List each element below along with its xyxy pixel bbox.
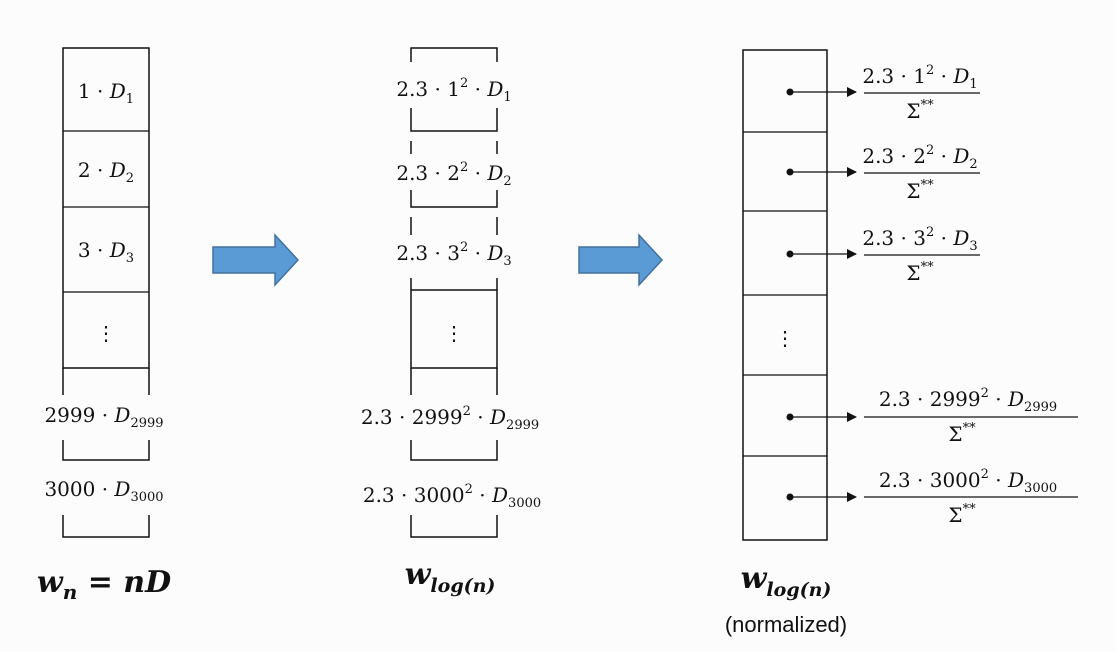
denominator: Σ** xyxy=(948,421,976,446)
bracket-top xyxy=(62,368,150,395)
transition-arrow-2 xyxy=(578,233,664,287)
column-normalized: ⋮ 2.3 · 12 · D1 Σ** 2.3 · 22 · D2 Σ** 2.… xyxy=(725,49,1078,637)
bracket-bottom xyxy=(62,515,150,538)
cell-log-2999: 2.3 · 29992 · D2999 xyxy=(361,404,539,433)
cell-normalized-ellipsis: ⋮ xyxy=(775,326,795,350)
label-log: wlog(n) xyxy=(405,557,496,597)
numerator: 2.3 · 30002 · D3000 xyxy=(879,467,1057,496)
bracket xyxy=(410,440,498,461)
bracket xyxy=(410,108,498,132)
bracket xyxy=(410,47,498,62)
numerator: 2.3 · 12 · D1 xyxy=(862,63,977,92)
cell-linear-ellipsis: ⋮ xyxy=(96,321,116,345)
fraction-3000: 2.3 · 30002 · D3000 Σ** xyxy=(864,467,1078,527)
bracket-middle xyxy=(62,440,150,461)
cell-box xyxy=(410,289,498,369)
cell-linear-3: 3 · D3 xyxy=(78,238,134,266)
denominator: Σ** xyxy=(948,502,976,527)
cell-linear-1: 1 · D1 xyxy=(78,79,134,107)
cell-log-1: 2.3 · 12 · D1 xyxy=(396,76,511,105)
numerator: 2.3 · 32 · D3 xyxy=(862,225,977,254)
cell-log-ellipsis: ⋮ xyxy=(444,321,464,345)
column-linear-box xyxy=(62,47,150,369)
fraction-2999: 2.3 · 29992 · D2999 Σ** xyxy=(864,386,1078,446)
cell-linear-2999: 2999 · D2999 xyxy=(44,403,163,431)
column-log: 2.3 · 12 · D1 2.3 · 22 · D2 2.3 · 32 · D… xyxy=(361,47,541,597)
fraction-3: 2.3 · 32 · D3 Σ** xyxy=(862,225,980,285)
bracket xyxy=(410,368,498,395)
bracket xyxy=(410,278,498,290)
transition-arrow-1 xyxy=(212,233,300,287)
numerator: 2.3 · 29992 · D2999 xyxy=(879,386,1057,415)
bracket xyxy=(410,217,498,235)
fraction-2: 2.3 · 22 · D2 Σ** xyxy=(862,143,980,203)
cell-log-3000: 2.3 · 30002 · D3000 xyxy=(363,482,541,511)
cell-linear-3000: 3000 · D3000 xyxy=(44,477,163,505)
denominator: Σ** xyxy=(906,178,934,203)
label-normalized: wlog(n) xyxy=(741,561,832,601)
label-normalized-note: (normalized) xyxy=(725,612,847,637)
numerator: 2.3 · 22 · D2 xyxy=(862,143,977,172)
denominator: Σ** xyxy=(906,260,934,285)
label-linear: wn = nD xyxy=(37,565,171,604)
column-linear: 1 · D1 2 · D2 3 · D3 ⋮ 2999 · D2999 3000… xyxy=(37,47,171,604)
bracket xyxy=(410,141,498,154)
bracket xyxy=(410,190,498,208)
cell-log-3: 2.3 · 32 · D3 xyxy=(396,240,511,269)
bracket xyxy=(410,515,498,538)
cell-linear-2: 2 · D2 xyxy=(78,158,134,186)
fraction-1: 2.3 · 12 · D1 Σ** xyxy=(862,63,980,123)
denominator: Σ** xyxy=(906,98,934,123)
cell-log-2: 2.3 · 22 · D2 xyxy=(396,160,511,189)
